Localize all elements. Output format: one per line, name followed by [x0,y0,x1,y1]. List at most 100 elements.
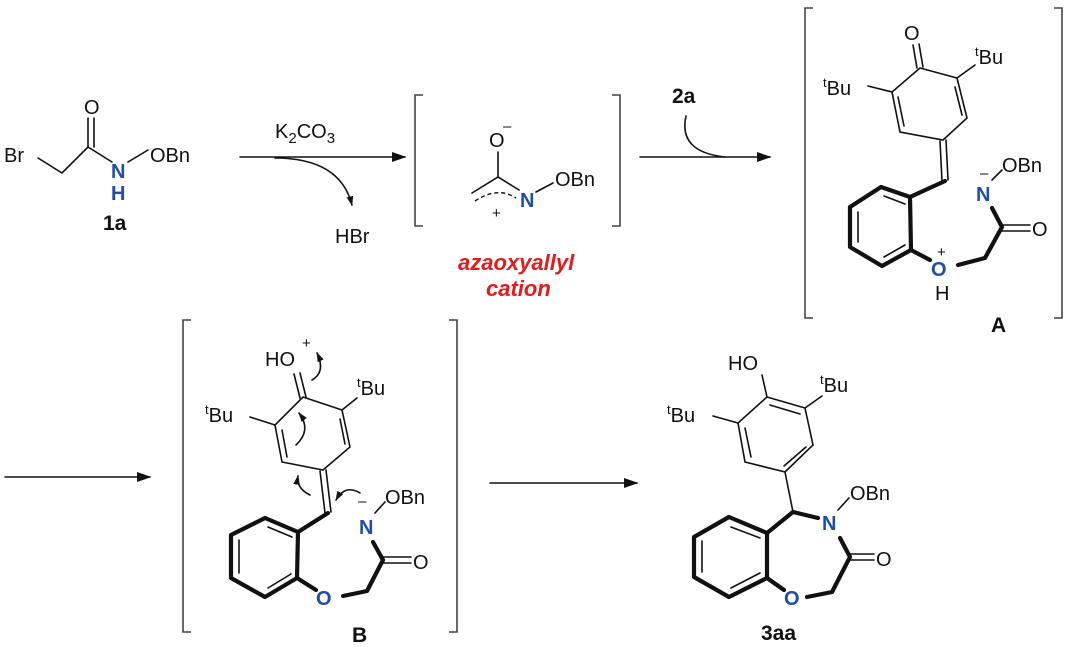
bond [912,44,918,69]
text-part: t [205,402,209,417]
bond [294,575,319,593]
text-part: Bu [824,375,848,397]
group-obn: OBn [1002,155,1042,177]
intermediate-name-line1: azaoxyallyl [458,250,575,275]
bond [954,86,963,116]
bond [784,471,794,513]
tbu-group: tBu [820,372,848,397]
text-part: t [820,372,824,387]
text-part: Bu [361,378,385,400]
text-part: Bu [209,405,233,427]
bond [730,526,761,539]
bond [228,515,301,600]
bond [744,427,752,458]
bond [340,539,386,599]
byproduct-hbr: HBr [335,226,370,248]
atom-n: N [976,184,990,206]
bond [804,535,853,600]
bracket [1054,7,1063,319]
intermediate-name-line2: cation [486,276,551,301]
atom-o: O [904,23,920,45]
tbu-group: tBu [975,44,1003,69]
charge-minus: – [503,118,512,135]
group-obn: OBn [150,145,190,167]
bond [684,115,726,158]
bond [293,373,301,399]
bond [764,575,787,593]
bond [374,501,386,514]
bond [712,415,739,424]
bracket [612,94,621,227]
product-label: 3aa [761,622,796,645]
bond [883,195,906,205]
compound-label: 1a [103,212,127,235]
bond [804,395,823,409]
text-part: Bu [827,78,851,100]
atom-o: O [489,130,505,152]
bond [918,43,924,68]
product-3aa: HO tBu tBu O O N OBn 3aa [667,353,892,645]
bond [837,497,850,511]
curved-arrow-icon [335,488,361,501]
bond [37,145,113,175]
curved-arrow-icon [311,352,324,381]
bond [325,469,332,513]
bond [471,176,520,194]
text-part: t [823,75,827,90]
atom-o-ring: O [316,588,332,610]
carbonyl-o: O [876,549,892,571]
bond [761,374,768,398]
group-obn: OBn [555,169,595,191]
text-part: 2 [288,130,296,147]
bond [319,470,326,514]
bond [730,572,761,589]
bond [891,67,968,141]
bond [249,416,276,426]
bracket [804,7,813,319]
bond [908,247,933,263]
bracket [182,319,191,633]
tbu-group: tBu [357,375,385,400]
bond [991,169,1003,181]
bond [535,182,554,193]
carbonyl-o: O [1032,219,1048,241]
atom-h: H [111,183,125,205]
atom-n: N [359,517,373,539]
charge-plus: + [937,244,946,261]
text-part: t [357,375,361,390]
text-part: K [275,121,289,143]
charge-minus: – [980,165,989,182]
bond [127,149,149,163]
text-part: Bu [979,47,1003,69]
intermediate-a: O tBu tBu O + H O N – OBn A [804,7,1063,337]
bond [339,418,346,445]
tbu-group: tBu [667,402,695,427]
bond [956,64,976,79]
atom-h: H [935,283,949,305]
atom-o-ring: O [784,588,800,610]
charge-minus: – [358,493,367,510]
intermediate-label: B [352,624,367,647]
bond [274,157,354,206]
bond [897,96,905,127]
bond [945,139,949,181]
bond [267,526,293,538]
bond [764,509,821,536]
intermediate-b: HO + tBu tBu O O N – OBn B [182,319,458,647]
compound-1a: Br O N H OBn 1a [4,97,190,235]
atom-n: N [111,161,125,183]
bond [341,397,358,411]
bond [867,85,893,93]
reagent-2a: 2a [672,85,696,108]
text-part: 3 [327,130,335,147]
azaoxyallyl-cation-intermediate: O – + N OBn azaoxyallyl cation [414,94,621,301]
bond [939,140,943,182]
bond [737,396,814,473]
tbu-group: tBu [205,402,233,427]
atom-o-oxonium: O [931,259,947,281]
bond [769,404,801,415]
bond [274,396,351,471]
bond [783,446,807,467]
bond [267,573,292,589]
